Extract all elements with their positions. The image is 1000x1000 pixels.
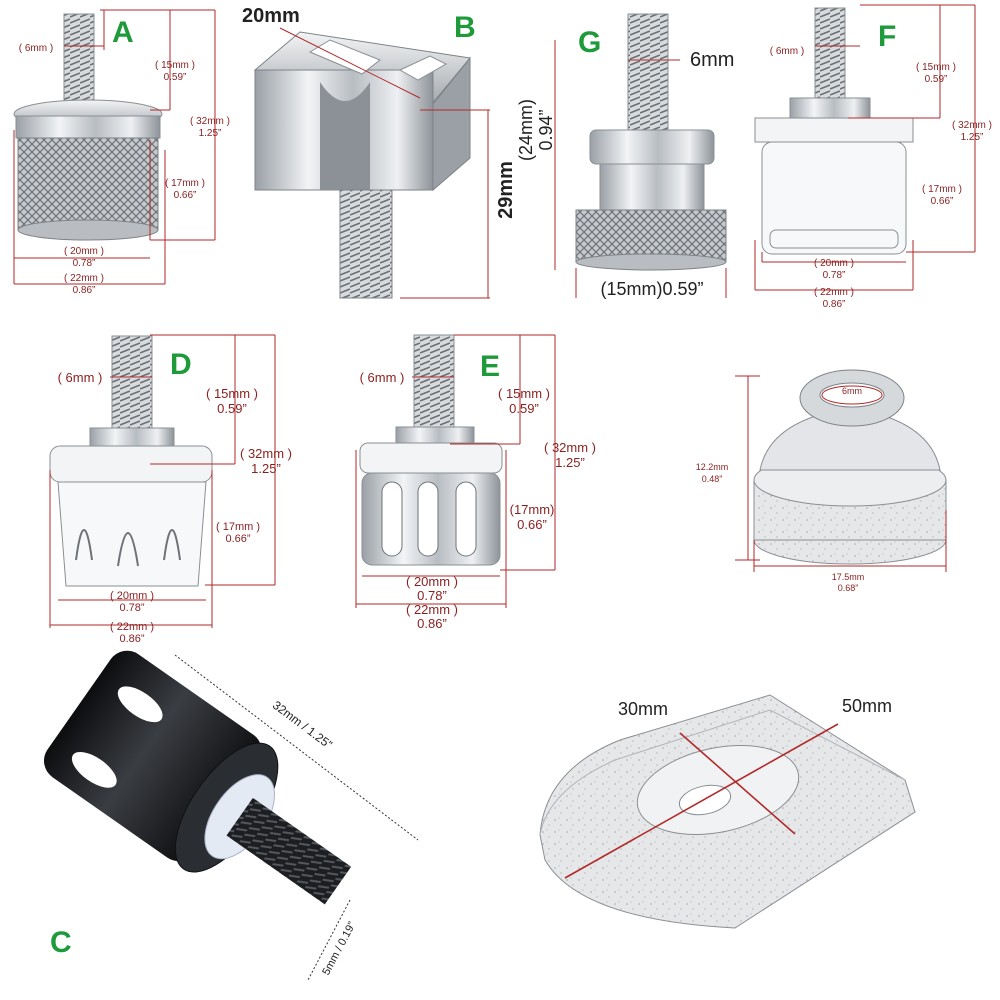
dimension-lines-nut [735,375,947,572]
dim-label: (17mm) [510,502,555,517]
dim-label: 0.94” [536,109,556,150]
dim-label: ( 17mm ) [216,521,260,533]
dim-label: 0.78” [119,602,144,614]
retaining-nut [753,369,947,565]
panel-letter-g: G [578,26,601,59]
panel-letter-f: F [878,20,896,53]
dim-label: ( 6mm ) [58,370,103,385]
panel-letter-e: E [480,350,500,383]
dimension-lines-a [13,9,216,285]
dim-label: 12.2mm [696,462,729,472]
dim-label: 0.78” [417,588,447,603]
dim-label: (24mm) [516,99,536,161]
dim-label: 0.86” [119,633,144,645]
panel-a: A ( 6mm ) ( 15mm ) 0.59” ( 32mm ) 1.25” … [13,9,230,296]
dim-label: ( 32mm ) [952,120,992,131]
dimension-lines-e [355,334,556,608]
dimension-lines-d [49,334,276,628]
dim-label: ( 22mm ) [406,602,458,617]
dim-label: 0.68” [838,583,859,593]
dim-label: 1.25” [199,128,222,139]
dim-label: 0.86” [73,285,96,296]
dim-label: 5mm / 0.19” [320,920,358,978]
black-screw-c [43,650,352,905]
dim-label: 1.25” [251,461,281,476]
mounting-plate [539,694,916,929]
dim-label: ( 15mm ) [498,386,550,401]
dim-label: 0.48” [702,474,723,484]
dim-label: ( 17mm ) [922,184,962,195]
dim-label: 0.78” [73,258,96,269]
panel-g: G 6mm (24mm) 0.94” (15mm)0.59” [516,13,734,299]
panel-letter-b: B [454,11,476,44]
dim-label: ( 20mm ) [110,590,154,602]
dim-label: (15mm)0.59” [600,279,703,299]
panel-letter-c: C [50,926,72,959]
dim-label: ( 20mm ) [64,246,104,257]
dim-label: 0.66” [174,190,197,201]
dim-label: ( 6mm ) [770,46,804,57]
dimension-lines-g [554,40,727,298]
dim-label: 0.59” [164,72,187,83]
dim-label: 0.59” [217,401,247,416]
dim-label: 0.59” [925,74,948,85]
dimension-lines-plate [564,723,839,879]
fluted-screw-e [359,334,503,566]
dim-label: 20mm [242,5,300,27]
dim-label: 50mm [842,696,892,716]
dim-label: 6mm [690,49,734,71]
dim-label: 30mm [618,699,668,719]
panel-b: B 20mm 29mm [242,5,517,299]
dim-label: 0.66” [931,196,954,207]
dim-label: ( 32mm ) [240,446,292,461]
dim-label: 0.78” [823,270,846,281]
dim-label: ( 15mm ) [206,386,258,401]
dim-label: ( 6mm ) [360,370,405,385]
dimension-lines-b [279,27,490,299]
panel-f: F ( 6mm ) ( 15mm ) 0.59” ( 32mm ) 1.25” … [754,4,992,310]
maltese-cross-screw-b [253,31,471,299]
clear-cap-screw-f [754,7,914,255]
dim-label: 0.66” [225,533,250,545]
dim-label: 17.5mm [832,572,865,582]
dim-label: 0.59” [509,401,539,416]
crown-screw-d [49,335,213,587]
knurled-screw-g [575,13,727,271]
dim-label: 6mm [842,386,862,396]
dim-label: ( 22mm ) [110,621,154,633]
dim-label: ( 6mm ) [19,43,53,54]
dim-label: ( 15mm ) [155,60,195,71]
dim-label: ( 22mm ) [64,273,104,284]
dimension-lines-f [754,4,976,291]
dim-label: 0.86” [417,616,447,631]
dimension-lines-c [174,654,419,981]
dim-label: ( 22mm ) [814,287,854,298]
dim-label: ( 32mm ) [544,440,596,455]
panel-letter-a: A [112,16,134,49]
dim-label: 29mm [495,161,517,219]
panel-d: D ( 6mm ) ( 15mm ) 0.59” ( 32mm ) 1.25” … [49,334,292,645]
dim-label: 0.86” [823,299,846,310]
panel-letter-d: D [170,348,192,381]
dim-label: 1.25” [555,455,585,470]
panel-plate: 30mm 50mm [539,694,916,929]
dim-label: 0.66” [517,517,547,532]
knurled-thumb-screw-a [13,13,163,241]
dim-label: ( 20mm ) [406,574,458,589]
dim-label: 1.25” [961,132,984,143]
panel-e: E ( 6mm ) ( 15mm ) 0.59” ( 32mm ) 1.25” … [355,334,596,631]
panel-c: C 32mm / 1.25” 5mm / 0.19” [43,650,419,981]
dim-label: ( 17mm ) [165,178,205,189]
dim-label: ( 20mm ) [814,258,854,269]
dim-label: ( 32mm ) [190,116,230,127]
panel-nut: 6mm 12.2mm 0.48” 17.5mm 0.68” [696,369,947,593]
dim-label: ( 15mm ) [916,62,956,73]
dim-label: 32mm / 1.25” [270,698,335,752]
